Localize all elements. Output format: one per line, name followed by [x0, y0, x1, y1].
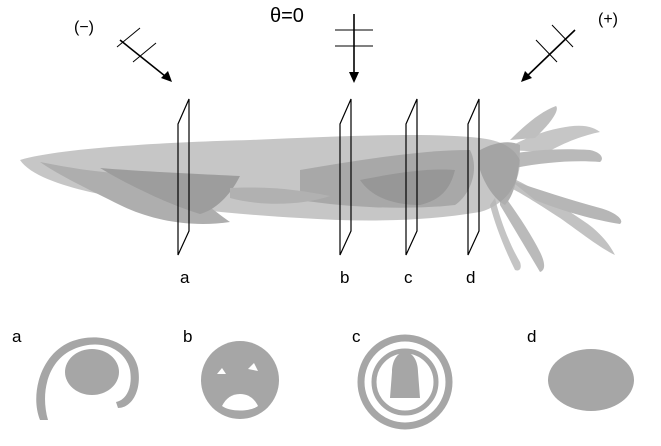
left-incidence-arrow — [117, 28, 172, 82]
section-label-a: a — [12, 327, 22, 346]
cross-section-d — [548, 349, 634, 411]
plane-label-a: a — [180, 268, 190, 287]
section-label-d: d — [527, 327, 536, 346]
plane-label-d: d — [466, 268, 475, 287]
cross-section-b — [201, 341, 279, 419]
right-incidence-arrow — [521, 25, 575, 82]
section-label-c: c — [352, 327, 361, 346]
cross-section-a — [36, 337, 139, 420]
squid-tentacles — [480, 106, 621, 272]
section-label-b: b — [183, 327, 192, 346]
plane-label-c: c — [404, 268, 413, 287]
cross-section-c — [361, 338, 449, 426]
center-incidence-arrow — [335, 14, 373, 83]
right-sign-label: (+) — [598, 11, 618, 28]
plane-label-b: b — [340, 268, 349, 287]
center-angle-label: θ=0 — [270, 5, 304, 27]
left-sign-label: (−) — [74, 19, 94, 36]
squid-body — [20, 135, 520, 224]
